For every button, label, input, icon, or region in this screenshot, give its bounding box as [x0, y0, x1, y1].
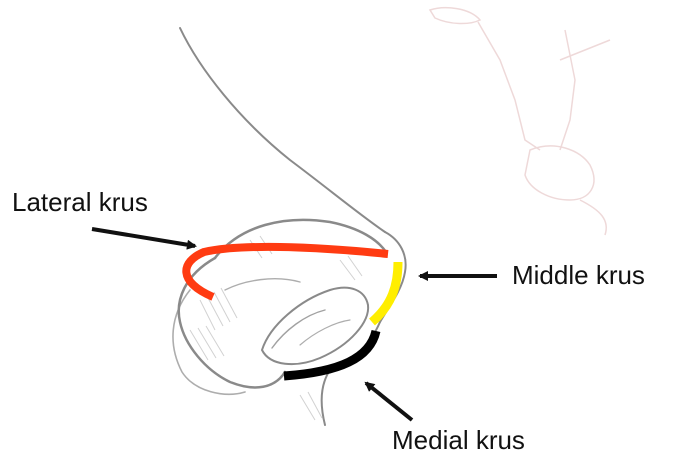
arrow-to-lateral-krus-icon: [92, 229, 195, 246]
lateral-krus-label: Lateral krus: [12, 189, 148, 215]
medial-krus-label: Medial krus: [392, 427, 525, 453]
nose-sketch: [173, 28, 406, 425]
background-sketch-faint: [430, 8, 610, 235]
middle-krus-curve: [372, 262, 398, 322]
middle-krus-label: Middle krus: [512, 262, 645, 288]
arrow-to-medial-krus-icon: [366, 383, 412, 420]
